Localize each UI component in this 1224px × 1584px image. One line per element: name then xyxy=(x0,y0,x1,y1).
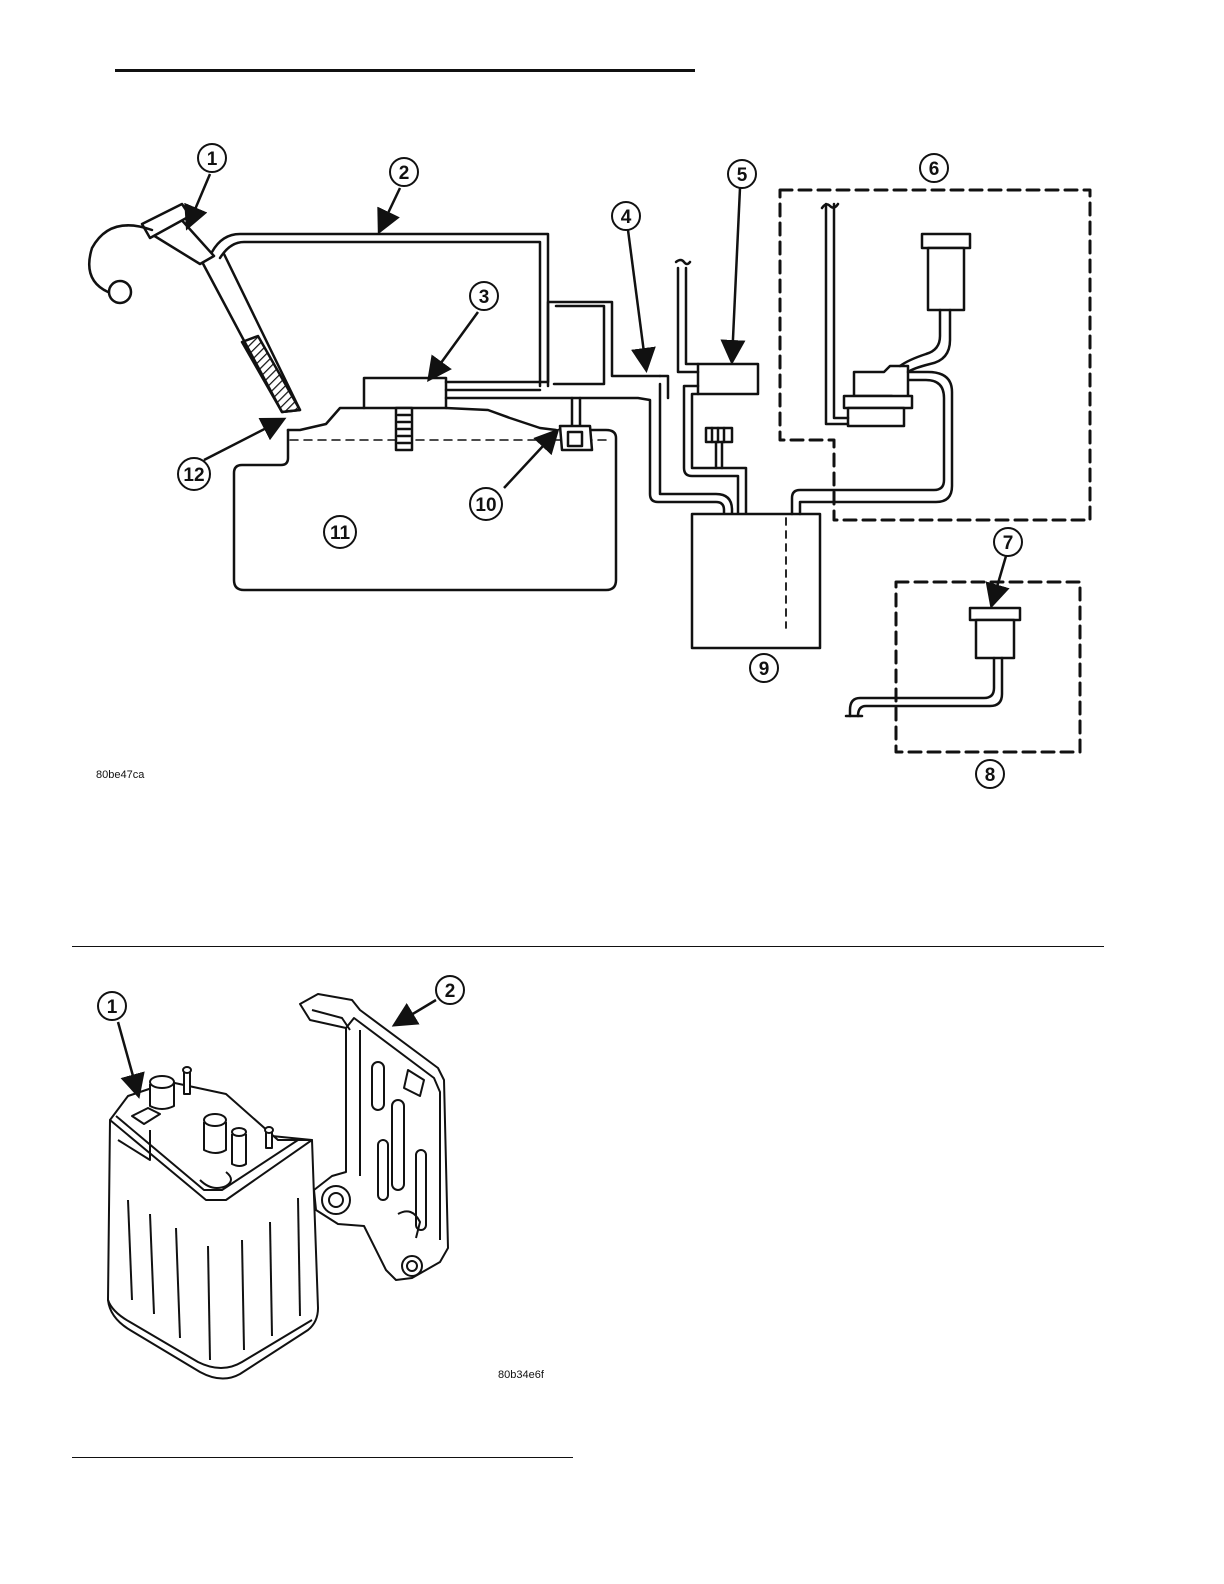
figure2-callouts: 1 2 xyxy=(98,976,464,1020)
callout-7: 7 xyxy=(994,528,1022,556)
callout-9: 9 xyxy=(750,654,778,682)
callout-1: 1 xyxy=(198,144,226,172)
svg-text:10: 10 xyxy=(475,495,496,516)
svg-text:11: 11 xyxy=(330,523,351,544)
svg-text:1: 1 xyxy=(107,997,118,1018)
svg-text:7: 7 xyxy=(1003,533,1014,554)
remote-filter xyxy=(970,608,1020,620)
purge-solenoid xyxy=(698,364,758,394)
fig2-callout-1: 1 xyxy=(98,992,126,1020)
figure2-code: 80b34e6f xyxy=(498,1369,545,1381)
mounting-bracket xyxy=(300,994,448,1280)
callout-4: 4 xyxy=(612,202,640,230)
callout-8: 8 xyxy=(976,760,1004,788)
fig2-callout-2: 2 xyxy=(436,976,464,1004)
callout-5: 5 xyxy=(728,160,756,188)
fuel-tank xyxy=(234,430,616,590)
callout-6: 6 xyxy=(920,154,948,182)
svg-text:3: 3 xyxy=(479,287,490,308)
callout-12: 12 xyxy=(178,458,210,490)
callout-10: 10 xyxy=(470,488,502,520)
svg-text:12: 12 xyxy=(183,465,204,486)
svg-text:4: 4 xyxy=(621,207,632,228)
vapor-canister xyxy=(692,514,820,648)
svg-text:2: 2 xyxy=(399,163,410,184)
svg-text:6: 6 xyxy=(929,159,940,180)
callout-2: 2 xyxy=(390,158,418,186)
callout-11: 11 xyxy=(324,516,356,548)
svg-text:5: 5 xyxy=(737,165,748,186)
svg-text:2: 2 xyxy=(445,981,456,1002)
figure1-code: 80be47ca xyxy=(96,769,145,781)
svg-text:9: 9 xyxy=(759,659,770,680)
svg-text:8: 8 xyxy=(985,765,996,786)
svg-text:1: 1 xyxy=(207,149,218,170)
rollover-valve xyxy=(364,378,446,408)
canister-and-bracket xyxy=(108,994,448,1379)
callout-3: 3 xyxy=(470,282,498,310)
